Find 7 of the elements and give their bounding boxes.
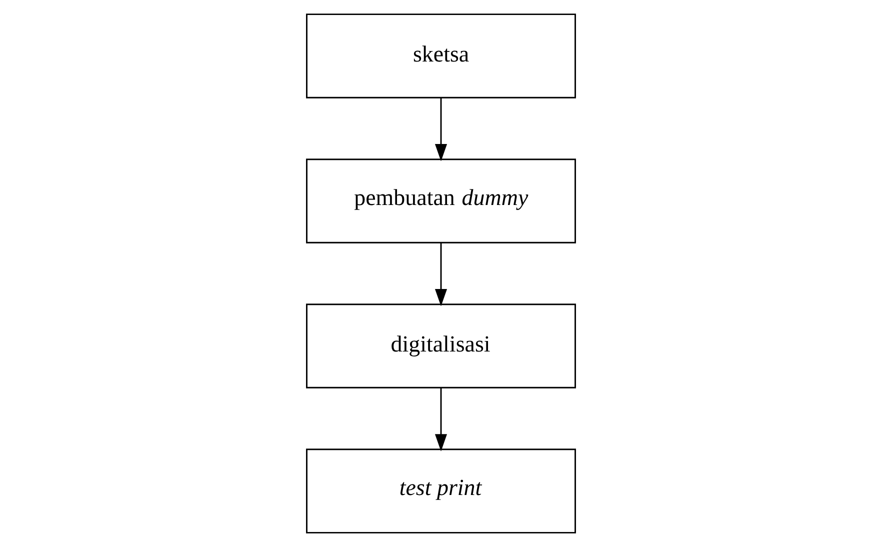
node-box: digitalisasi (306, 304, 576, 388)
arrow (434, 388, 447, 452)
node-box: sketsa (306, 14, 576, 98)
node-box: test print (306, 448, 576, 534)
arrow (434, 98, 447, 162)
arrow (434, 242, 447, 306)
node-box: pembuatan dummy (306, 158, 576, 244)
